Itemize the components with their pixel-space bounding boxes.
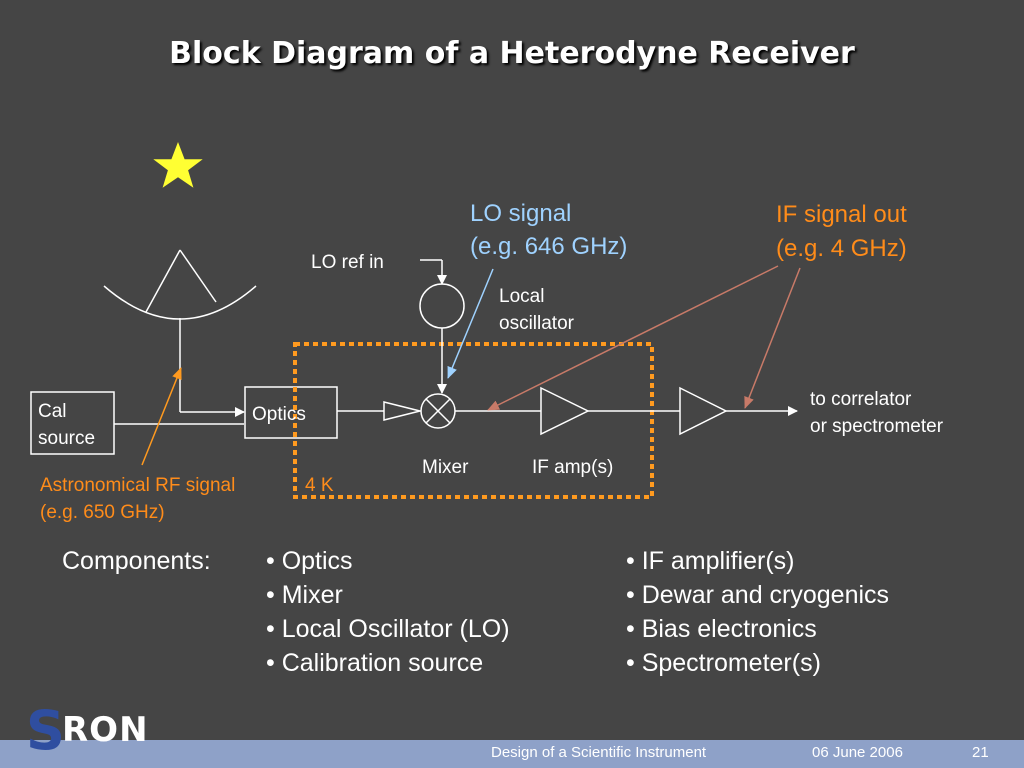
sron-logo: S RON xyxy=(26,699,161,762)
to-correlator-label-2: or spectrometer xyxy=(810,416,944,437)
star-icon xyxy=(153,142,203,188)
components-left-list: • Optics • Mixer • Local Oscillator (LO)… xyxy=(266,544,510,680)
if-amps-label: IF amp(s) xyxy=(532,457,614,478)
antenna-dish xyxy=(103,249,257,417)
temperature-label: 4 K xyxy=(305,475,334,496)
footer-bar xyxy=(0,740,1024,768)
footer-page-number: 21 xyxy=(972,744,989,761)
dewar-box xyxy=(293,342,654,499)
component-item: • Dewar and cryogenics xyxy=(626,581,890,609)
if-signal-label-1: IF signal out xyxy=(776,201,907,228)
component-item: • Spectrometer(s) xyxy=(626,649,821,677)
lo-signal-arrow xyxy=(447,268,494,379)
to-correlator-label-1: to correlator xyxy=(810,389,912,410)
signal-chain xyxy=(337,259,798,436)
astro-rf-label-1: Astronomical RF signal xyxy=(40,475,236,496)
rf-signal-arrow xyxy=(141,367,182,466)
lo-ref-in-label: LO ref in xyxy=(311,252,384,273)
cal-source-label-2: source xyxy=(38,428,96,449)
mixer-label: Mixer xyxy=(422,457,469,478)
logo-ron: RON xyxy=(62,710,149,750)
footer-course: Design of a Scientific Instrument xyxy=(491,744,707,761)
logo-s: S xyxy=(26,699,65,762)
lo-signal-label-1: LO signal xyxy=(470,200,572,227)
optics-box xyxy=(244,386,338,439)
astro-rf-label-2: (e.g. 650 GHz) xyxy=(40,502,165,523)
component-item: • Local Oscillator (LO) xyxy=(266,615,510,643)
cal-source-label-1: Cal xyxy=(38,401,67,422)
components-heading: Components: xyxy=(62,547,211,575)
footer-date: 06 June 2006 xyxy=(812,744,903,761)
local-oscillator-label-2: oscillator xyxy=(499,313,574,334)
component-item: • Calibration source xyxy=(266,649,484,677)
if-signal-arrow-1 xyxy=(487,265,779,411)
lo-signal-label-2: (e.g. 646 GHz) xyxy=(470,233,628,260)
slide-title: Block Diagram of a Heterodyne Receiver xyxy=(169,36,855,71)
local-oscillator-label-1: Local xyxy=(499,286,545,307)
component-item: • Bias electronics xyxy=(626,615,817,643)
component-item: • Optics xyxy=(266,547,353,575)
if-signal-label-2: (e.g. 4 GHz) xyxy=(776,235,907,262)
component-item: • Mixer xyxy=(266,581,343,609)
cal-source-box xyxy=(30,391,115,455)
optics-label: Optics xyxy=(252,404,306,425)
component-item: • IF amplifier(s) xyxy=(626,547,795,575)
if-signal-arrow-2 xyxy=(744,267,801,409)
components-right-list: • IF amplifier(s) • Dewar and cryogenics… xyxy=(626,544,889,680)
